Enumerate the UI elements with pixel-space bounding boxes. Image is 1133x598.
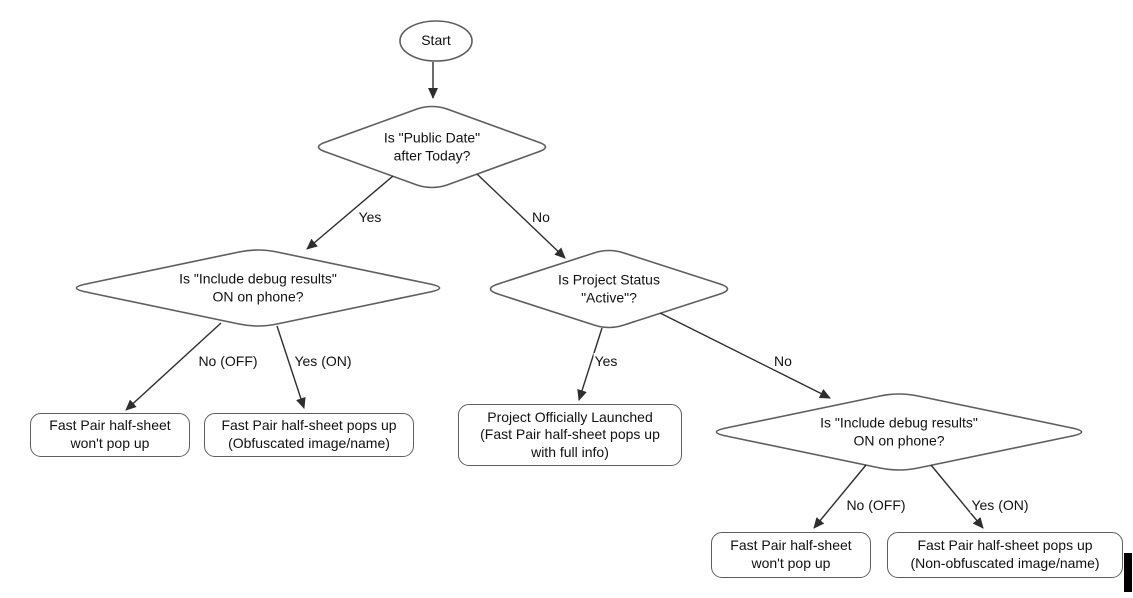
node-debug-left-label: Is "Include debug results" ON on phone? (179, 270, 337, 304)
arrow-nooff-to-no-popup-left (125, 322, 222, 411)
text-cursor-artifact (1124, 553, 1132, 592)
decision-debug-right-shape (715, 393, 1083, 471)
node-launched: Project Officially Launched (Fast Pair h… (458, 404, 682, 466)
node-obfuscated: Fast Pair half-sheet pops up (Obfuscated… (204, 413, 414, 457)
edge-label-yes-mid: Yes (593, 353, 619, 369)
arrow-no-to-debug-right (659, 312, 831, 399)
decision-public-date-shape (317, 105, 547, 189)
node-start-label: Start (421, 32, 451, 49)
edge-label-no-off-right: No (OFF) (845, 497, 907, 513)
start-ellipse-shape (399, 20, 473, 62)
edge-label-no-off-left: No (OFF) (197, 353, 259, 369)
decision-project-status-shape (489, 249, 729, 329)
arrow-yes-to-debug-left (306, 175, 394, 250)
node-project-status-label: Is Project Status "Active"? (558, 271, 660, 305)
edge-label-no-top: No (531, 209, 551, 225)
arrow-yes-to-launched (577, 327, 603, 401)
edge-label-yes-on-right: Yes (ON) (970, 497, 1030, 513)
node-no-popup-right: Fast Pair half-sheet won't pop up (711, 532, 871, 578)
node-no-popup-left: Fast Pair half-sheet won't pop up (30, 413, 190, 457)
arrow-yeson-to-non-obfuscated (930, 464, 984, 529)
edge-label-yes-top: Yes (357, 209, 383, 225)
node-public-date-label: Is "Public Date" after Today? (383, 129, 481, 163)
arrow-yeson-to-obfuscated (276, 325, 306, 409)
edge-label-no-mid: No (773, 353, 793, 369)
edge-label-yes-on-left: Yes (ON) (293, 353, 353, 369)
arrow-no-to-project-status (476, 173, 566, 259)
arrow-nooff-to-no-popup-right (813, 464, 867, 529)
node-debug-right-label: Is "Include debug results" ON on phone? (820, 414, 978, 448)
decision-debug-left-shape (75, 249, 441, 327)
node-non-obfuscated: Fast Pair half-sheet pops up (Non-obfusc… (887, 532, 1123, 578)
